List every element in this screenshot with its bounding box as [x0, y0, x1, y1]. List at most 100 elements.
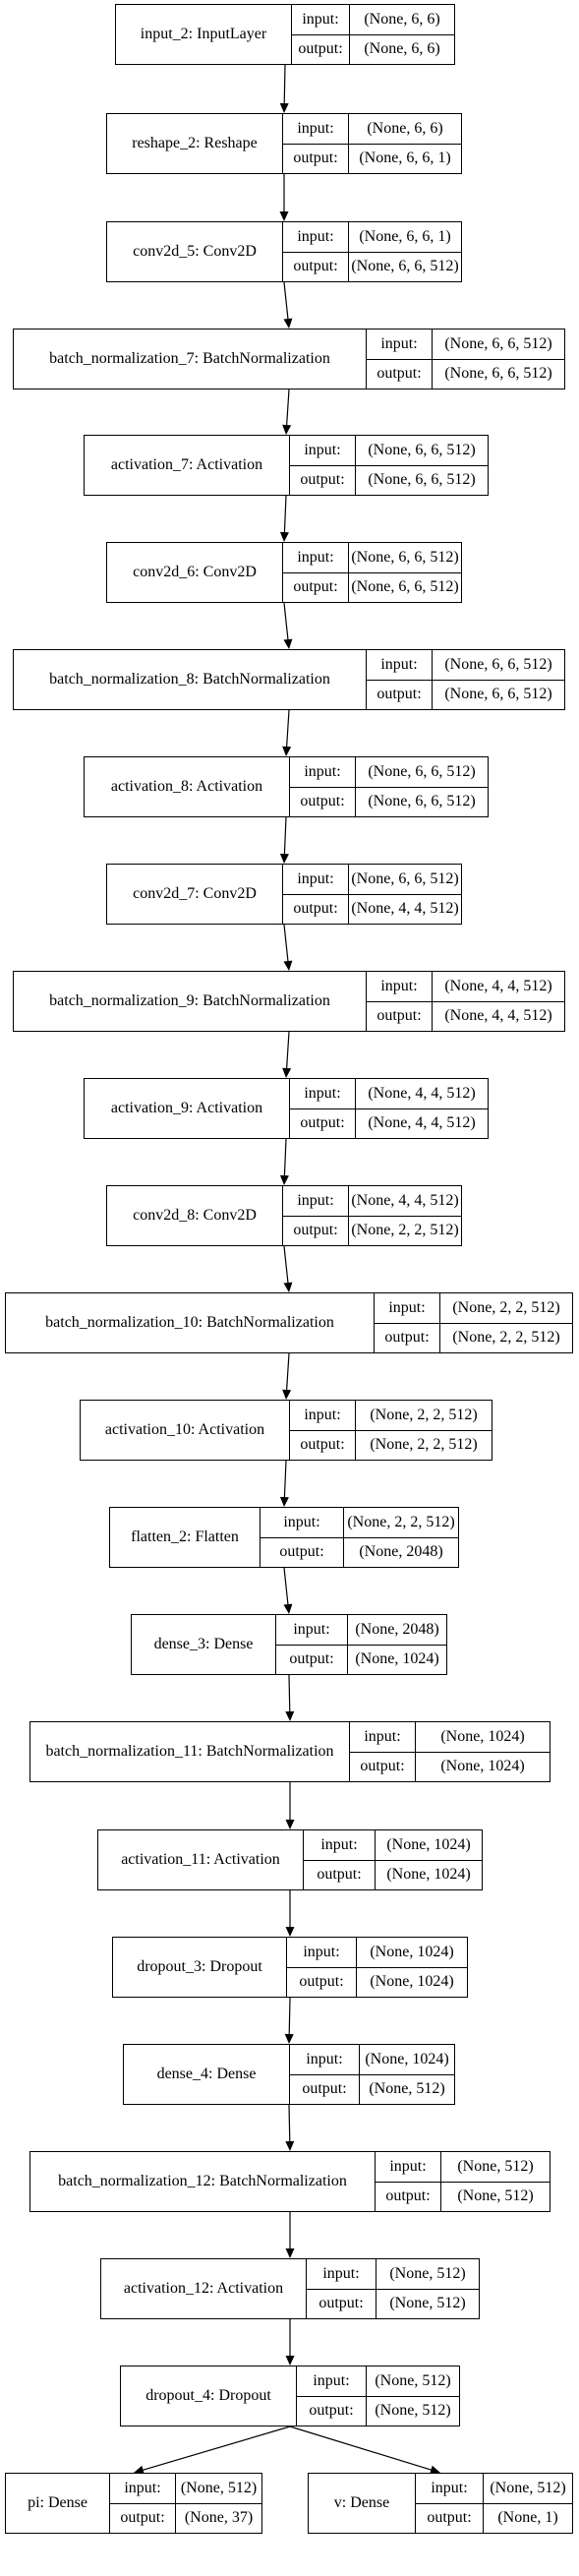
output-label: output:: [367, 680, 433, 709]
output-shape: (None, 4, 4, 512): [444, 1007, 552, 1025]
output-row: output:(None, 6, 6): [292, 33, 454, 64]
output-label: output:: [304, 1860, 376, 1889]
output-label: output:: [261, 1537, 344, 1567]
edge-arrow: [285, 2104, 295, 2151]
output-shape: (None, 1024): [386, 1866, 471, 1884]
output-label: output:: [367, 359, 433, 389]
output-row: output:(None, 37): [110, 2502, 261, 2533]
edge-arrow: [283, 281, 293, 329]
input-label: input:: [290, 1401, 356, 1430]
output-row: output: (None, 4, 4, 512): [367, 1000, 564, 1031]
input-label: input:: [292, 5, 350, 34]
edge-arrow: [284, 1997, 294, 2044]
output-shape: (None, 4, 4, 512): [351, 900, 459, 918]
input-row: input:(None, 2, 2, 512): [375, 1293, 572, 1323]
input-row: input:(None, 512): [110, 2474, 261, 2503]
layer-name: batch_normalization_12: BatchNormalizati…: [30, 2152, 376, 2211]
output-row: output:(None, 512): [297, 2395, 459, 2426]
input-row: input:(None, 6, 6, 512): [283, 543, 461, 572]
output-row: output:(None, 1024): [287, 1966, 467, 1997]
edge-arrow: [285, 1890, 295, 1937]
input-row: input:(None, 6, 6, 1): [283, 222, 461, 252]
input-label: input:: [290, 2045, 360, 2074]
output-shape: (None, 4, 4, 512): [368, 1114, 476, 1132]
output-shape: (None, 6, 6, 512): [444, 365, 552, 383]
output-row: output:(None, 2, 2, 512): [375, 1322, 572, 1352]
layer-name: conv2d_7: Conv2D: [107, 865, 283, 924]
input-shape: (None, 2, 2, 512): [370, 1406, 478, 1423]
input-row: input: (None, 2, 2, 512): [290, 1401, 492, 1430]
input-shape: (None, 512): [457, 2157, 534, 2175]
output-row: output: (None, 1024): [304, 1859, 482, 1889]
edge-arrow: [283, 924, 293, 971]
layer-name: flatten_2: Flatten: [110, 1508, 261, 1567]
output-row: output:(None, 6, 6, 1): [283, 143, 461, 173]
output-shape: (None, 512): [457, 2187, 534, 2205]
layer-name: conv2d_8: Conv2D: [107, 1186, 283, 1245]
output-shape: (None, 2, 2, 512): [370, 1436, 478, 1454]
input-row: input: (None, 6, 6): [283, 114, 461, 144]
input-shape: (None, 512): [375, 2371, 451, 2389]
layer-node: batch_normalization_12: BatchNormalizati…: [29, 2151, 550, 2212]
layer-name: dropout_4: Dropout: [121, 2366, 297, 2426]
input-label: input:: [290, 1079, 356, 1108]
input-shape: (None, 1024): [440, 1727, 525, 1745]
edge-arrow: [134, 2426, 291, 2475]
input-row: input:(None, 6, 6, 512): [283, 865, 461, 894]
input-row: input:(None, 2, 2, 512): [261, 1508, 458, 1537]
output-shape: (None, 6, 6, 512): [444, 686, 552, 703]
input-label: input:: [376, 2152, 441, 2182]
input-row: input:(None, 6, 6, 512): [367, 329, 564, 359]
input-shape: (None, 2, 2, 512): [347, 1513, 455, 1530]
input-label: input:: [367, 972, 433, 1001]
input-shape: (None, 2, 2, 512): [452, 1298, 560, 1316]
input-row: input: (None, 6, 6): [292, 5, 454, 34]
output-row: output:(None, 2, 2, 512): [283, 1215, 461, 1245]
layer-name: v: Dense: [309, 2474, 416, 2533]
edge-arrow: [282, 709, 292, 756]
input-label: input:: [261, 1508, 344, 1537]
output-row: output:(None, 6, 6, 512): [283, 571, 461, 602]
input-shape: (None, 4, 4, 512): [368, 1084, 476, 1102]
input-shape: (None, 6, 6): [367, 119, 443, 137]
layer-name: activation_8: Activation: [85, 757, 290, 816]
input-shape: (None, 6, 6): [364, 10, 440, 28]
output-row: output:(None, 1): [416, 2502, 572, 2533]
edge-arrow: [279, 64, 289, 113]
input-row: input:(None, 4, 4, 512): [283, 1186, 461, 1216]
input-row: input:(None, 1024): [287, 1938, 467, 1967]
layer-name: reshape_2: Reshape: [107, 114, 283, 173]
layer-name: activation_7: Activation: [85, 436, 290, 495]
input-shape: (None, 6, 6, 512): [444, 655, 552, 673]
output-label: output:: [367, 1001, 433, 1031]
layer-name: batch_normalization_7: BatchNormalizatio…: [14, 329, 367, 389]
output-row: output:(None, 512): [307, 2288, 479, 2318]
input-label: input:: [283, 114, 349, 144]
output-label: output:: [283, 144, 349, 173]
input-shape: (None, 1024): [365, 2050, 449, 2067]
output-label: output:: [292, 34, 350, 64]
layer-node: batch_normalization_11: BatchNormalizati…: [29, 1721, 550, 1782]
input-shape: (None, 4, 4, 512): [351, 1191, 459, 1209]
edge-arrow: [285, 2319, 295, 2366]
layer-node: batch_normalization_7: BatchNormalizatio…: [13, 329, 565, 389]
output-row: output: (None, 6, 6, 512): [367, 679, 564, 709]
layer-name: activation_12: Activation: [101, 2259, 307, 2318]
output-shape: (None, 2, 2, 512): [351, 1222, 459, 1239]
input-row: input:(None, 512): [416, 2474, 572, 2503]
input-shape: (None, 4, 4, 512): [444, 977, 552, 994]
layer-node: batch_normalization_8: BatchNormalizatio…: [13, 649, 565, 710]
output-row: output:(None, 512): [290, 2073, 454, 2104]
output-label: output:: [287, 1967, 357, 1997]
input-label: input:: [290, 757, 356, 787]
input-row: input: (None, 4, 4, 512): [367, 972, 564, 1001]
